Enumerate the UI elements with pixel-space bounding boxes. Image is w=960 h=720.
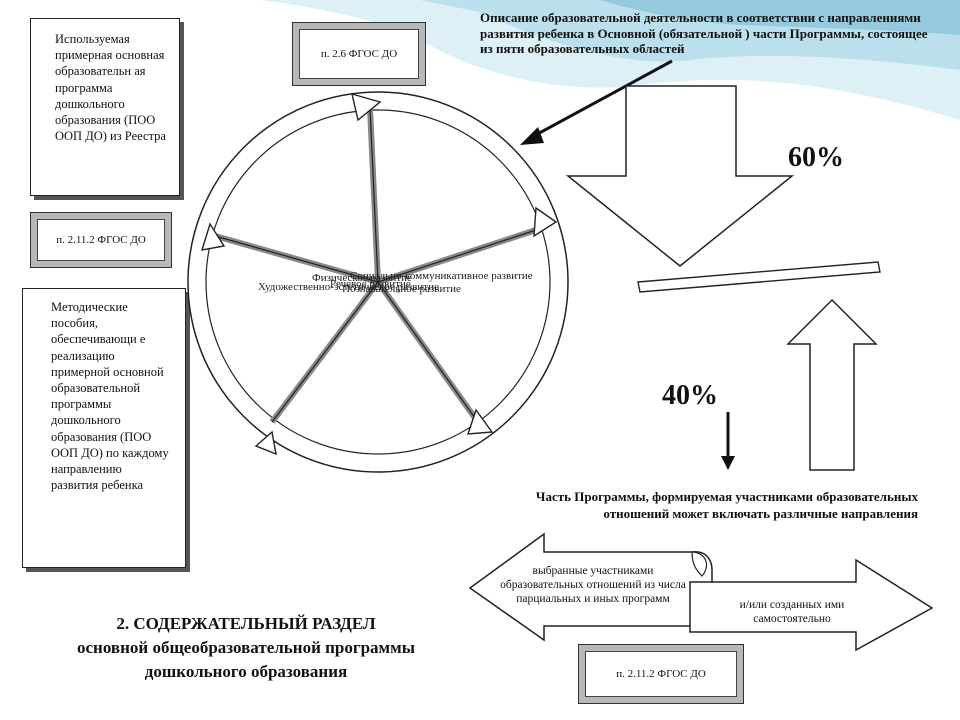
fgos-26-label: п. 2.6 ФГОС ДО — [299, 29, 419, 79]
fgos-2112-left-label: п. 2.11.2 ФГОС ДО — [37, 219, 165, 261]
section-title-line3: дошкольного образования — [144, 662, 348, 681]
cycle-label-artistic: Художественно-эстетическое развитие — [258, 281, 439, 293]
percent-60: 60% — [788, 142, 844, 173]
pointer-arrow — [520, 59, 673, 145]
fgos-2112-left-box: п. 2.11.2 ФГОС ДО — [30, 212, 172, 268]
right-arrow-text: и/или созданных ими самостоятельно — [739, 599, 845, 625]
part-description: Часть Программы, формируемая участниками… — [535, 489, 918, 521]
fgos-2112-bottom-label: п. 2.11.2 ФГОС ДО — [585, 651, 737, 697]
left-banner-arrow — [468, 532, 713, 642]
fgos-2112-bottom-box: п. 2.11.2 ФГОС ДО — [578, 644, 744, 704]
down-arrow-60 — [565, 85, 795, 267]
cycle-label-physical: Физическое развитие — [312, 272, 412, 284]
cycle-label-speech: Речевое развитие — [330, 278, 411, 290]
section-title-line2: основной общеобразовательной программы — [77, 638, 415, 657]
manuals-scroll-text: Методические пособия, обеспечивающи е ре… — [51, 300, 169, 493]
manuals-scroll: Методические пособия, обеспечивающи е ре… — [22, 288, 186, 568]
cycle-label-social: Социально-коммуникативное развитие — [350, 270, 533, 282]
background-wave — [260, 0, 960, 120]
up-arrow-40 — [786, 298, 878, 471]
cycle-label-cognitive: Познавательное развитие — [342, 283, 461, 295]
right-arrow — [689, 558, 934, 652]
divider-bar — [637, 261, 881, 293]
left-arrow-text: выбранные участниками образовательных от… — [500, 565, 686, 605]
program-scroll-text: Используемая примерная основная образова… — [55, 32, 166, 144]
cycle-diagram — [187, 91, 569, 473]
small-down-arrow — [721, 412, 735, 470]
section-title: 2. СОДЕРЖАТЕЛЬНЫЙ РАЗДЕЛ основной общеоб… — [22, 612, 470, 684]
program-scroll: Используемая примерная основная образова… — [30, 18, 180, 196]
section-title-line1: 2. СОДЕРЖАТЕЛЬНЫЙ РАЗДЕЛ — [116, 614, 376, 633]
fgos-26-box: п. 2.6 ФГОС ДО — [292, 22, 426, 86]
percent-40: 40% — [662, 380, 718, 411]
top-description: Описание образовательной деятельности в … — [480, 10, 928, 56]
